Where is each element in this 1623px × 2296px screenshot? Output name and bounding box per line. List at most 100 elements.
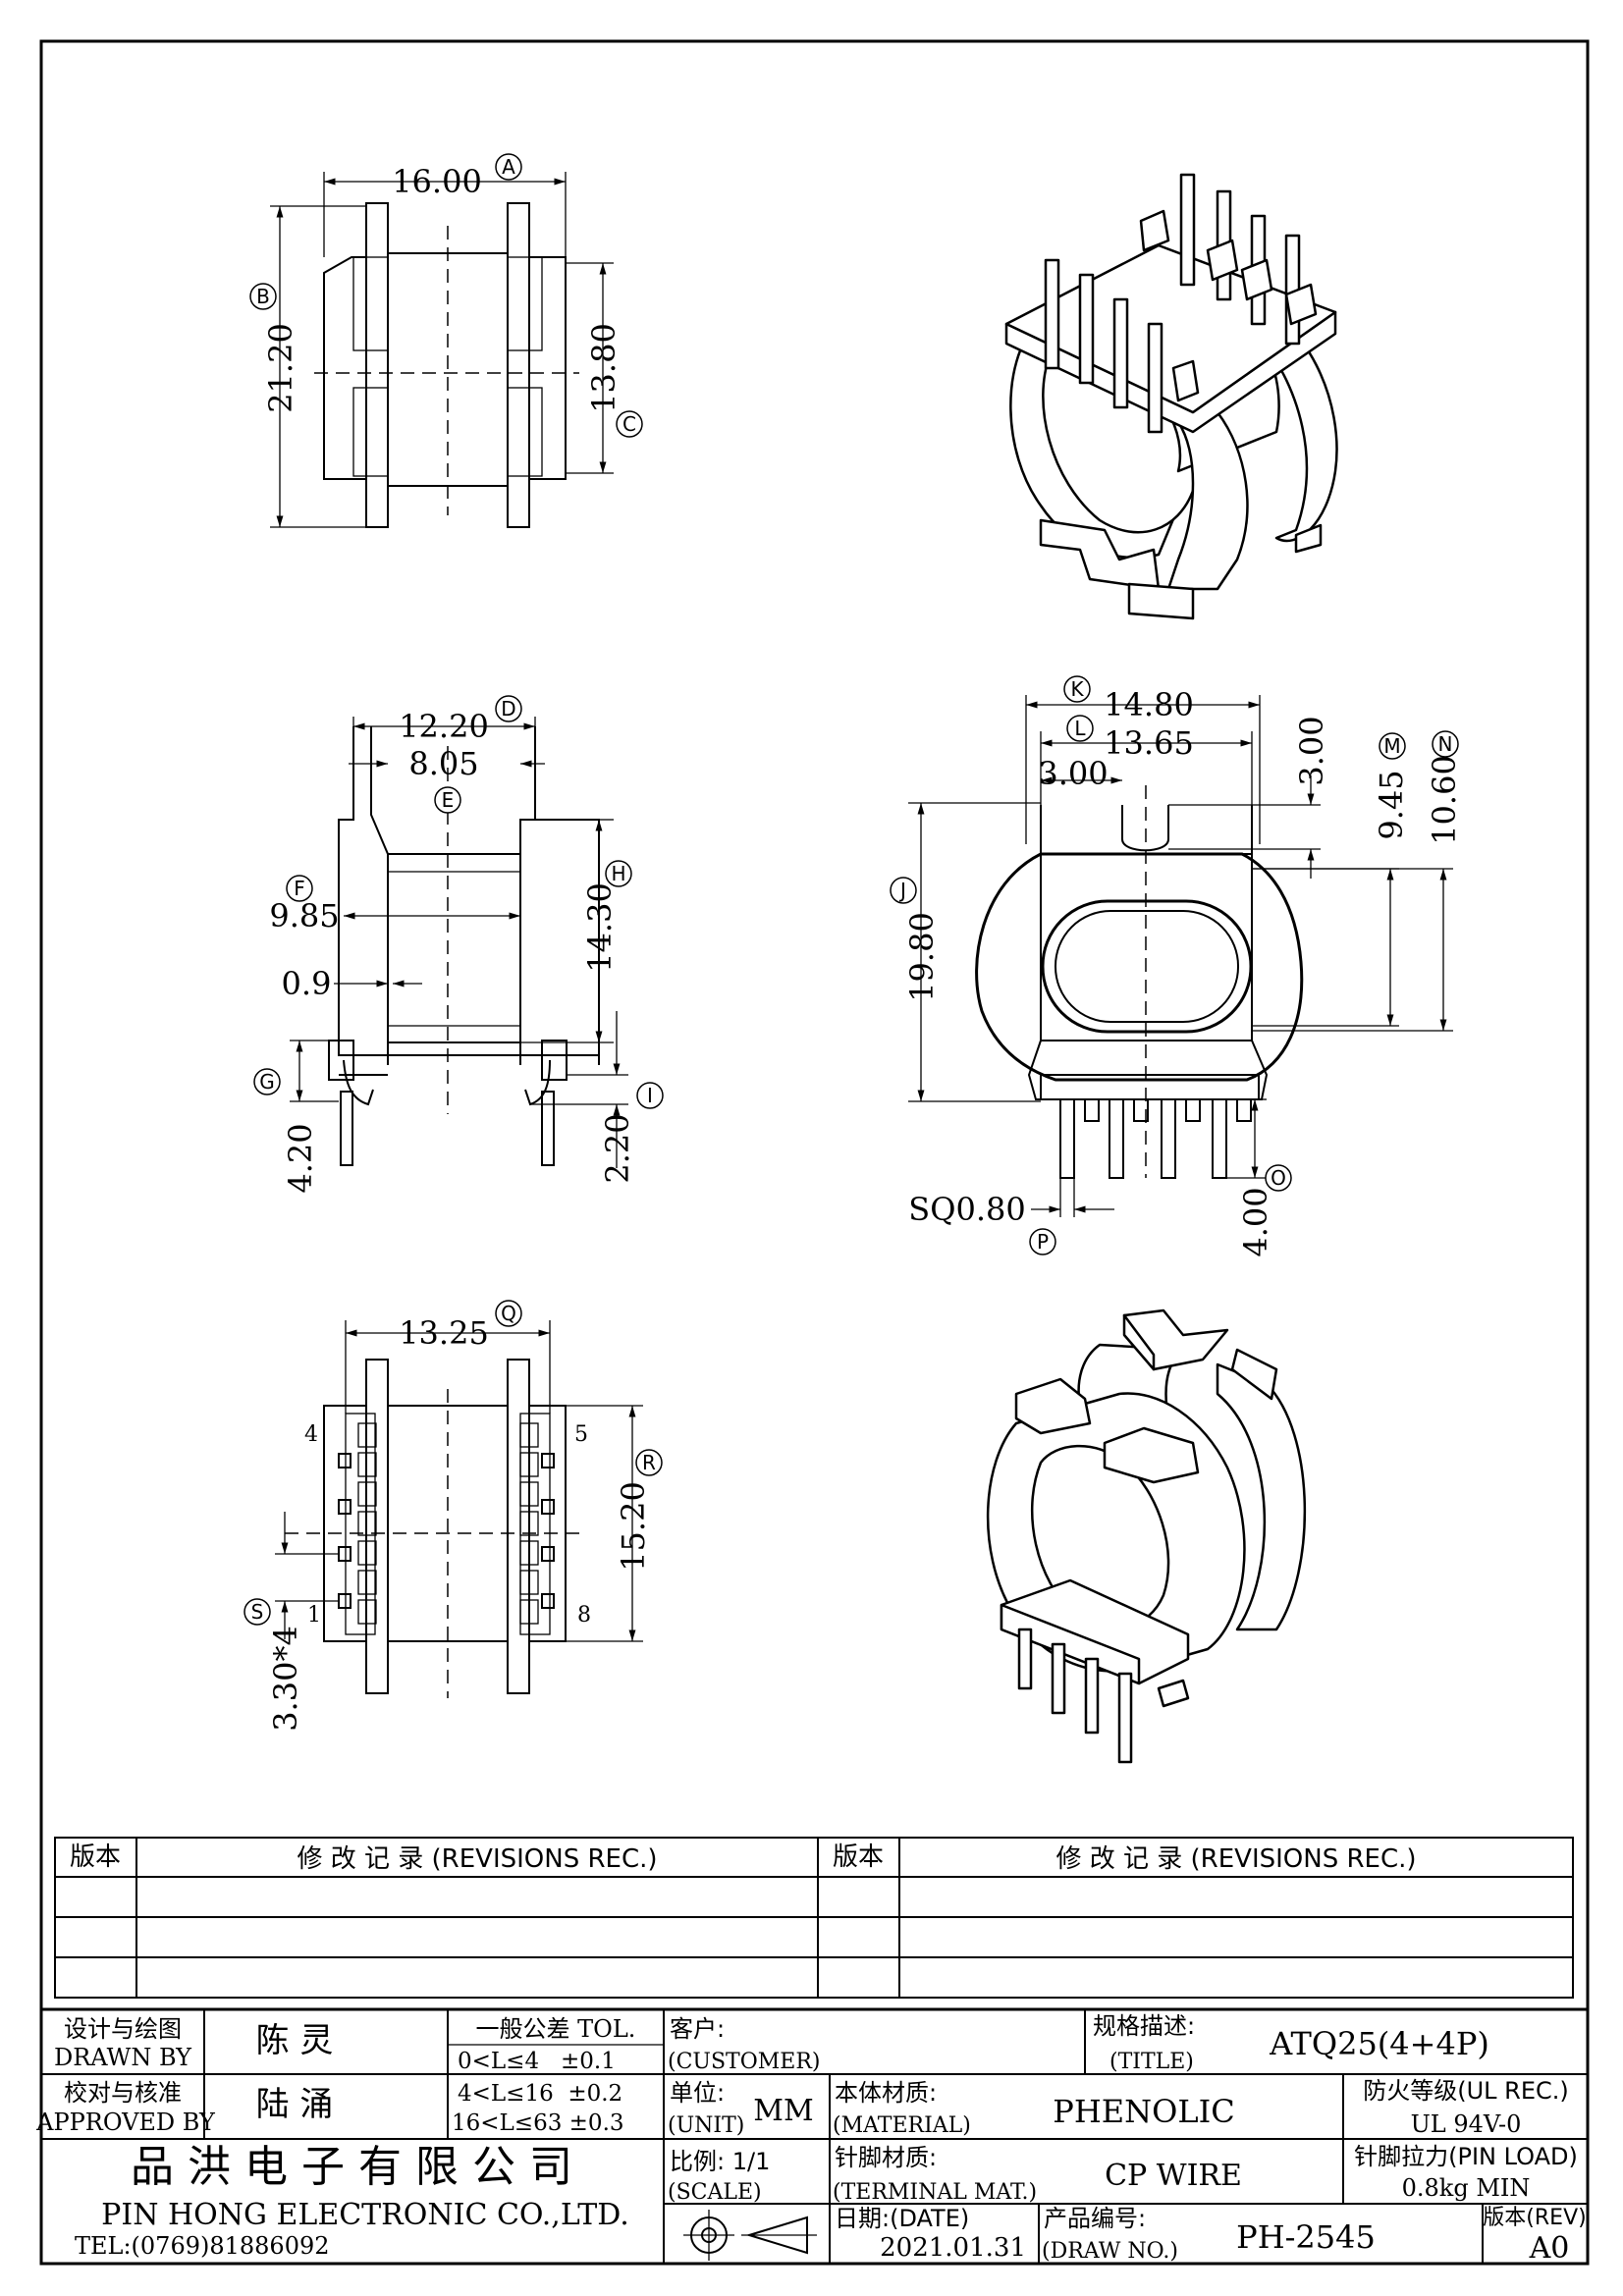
- tolerance-row-3: 16<L≤63 ±0.3: [452, 2110, 624, 2136]
- rev-rec-header-right: 修 改 记 录 (REVISIONS REC.): [1055, 1844, 1416, 1874]
- dim-n-value: 10.60: [1426, 755, 1463, 845]
- bubble-n: N: [1432, 730, 1459, 758]
- bubble-c: C: [616, 410, 643, 438]
- side-view: 14.80 13.65 3.00 3.00 9.45 10.60 19.80: [903, 686, 1463, 1257]
- svg-text:Q: Q: [501, 1302, 516, 1325]
- material-value: PHENOLIC: [1053, 2093, 1234, 2130]
- bubble-q: Q: [495, 1300, 522, 1327]
- draw-no-cn: 产品编号:: [1044, 2205, 1146, 2232]
- dim-j-value: 19.80: [903, 912, 941, 1002]
- svg-text:E: E: [442, 788, 455, 812]
- svg-text:C: C: [622, 412, 636, 436]
- tolerance-title: 一般公差 TOL.: [476, 2015, 636, 2043]
- dim-e-value: 8.05: [408, 745, 478, 782]
- bubble-a: A: [495, 153, 522, 181]
- title-cn: 规格描述:: [1093, 2012, 1195, 2040]
- unit-value: MM: [753, 2094, 813, 2128]
- ul-rec-value: UL 94V-0: [1411, 2110, 1522, 2138]
- front-view: 12.20 8.05 9.85 0.9 14.30 4.20 2.20: [269, 708, 636, 1194]
- rev-value: A0: [1529, 2231, 1570, 2266]
- rev-ver-header-left: 版本: [70, 1842, 121, 1872]
- company-name-en: PIN HONG ELECTRONIC CO.,LTD.: [101, 2198, 629, 2232]
- approved-by-name: 陆 涌: [256, 2085, 334, 2124]
- dim-300-horizontal: 3.00: [1038, 755, 1108, 792]
- draw-no-value: PH-2545: [1236, 2218, 1376, 2256]
- dim-d-value: 12.20: [399, 708, 489, 745]
- company-tel: TEL:(0769)81886092: [75, 2232, 330, 2260]
- iso-view-bottom: [986, 1308, 1307, 1764]
- bubble-m: M: [1379, 732, 1406, 760]
- date-value: 2021.01.31: [880, 2233, 1026, 2263]
- drawn-by-en: DRAWN BY: [54, 2044, 192, 2071]
- bubble-r: R: [635, 1449, 663, 1476]
- customer-en: (CUSTOMER): [668, 2050, 820, 2074]
- svg-text:H: H: [611, 862, 625, 885]
- tolerance-row-1: 0<L≤4 ±0.1: [458, 2049, 616, 2074]
- revisions-table: 版本 修 改 记 录 (REVISIONS REC.) 版本 修 改 记 录 (…: [54, 1837, 1574, 1999]
- svg-text:D: D: [501, 697, 515, 721]
- bubble-l: L: [1066, 715, 1094, 742]
- terminal-value: CP WIRE: [1105, 2159, 1242, 2193]
- svg-text:K: K: [1070, 677, 1084, 701]
- svg-text:S: S: [251, 1600, 264, 1624]
- rev-rec-header-left: 修 改 记 录 (REVISIONS REC.): [297, 1844, 657, 1874]
- material-en: (MATERIAL): [833, 2113, 971, 2138]
- bubble-f: F: [286, 875, 313, 902]
- bubble-h: H: [605, 860, 632, 887]
- bubble-p: P: [1029, 1228, 1056, 1255]
- dim-g-value: 4.20: [282, 1123, 319, 1193]
- projection-symbol-icon: [683, 2210, 817, 2261]
- title-value: ATQ25(4+4P): [1269, 2025, 1489, 2062]
- svg-text:F: F: [294, 877, 305, 900]
- bubble-k: K: [1063, 675, 1091, 703]
- rev-ver-header-right: 版本: [833, 1842, 884, 1872]
- terminal-cn: 针脚材质:: [835, 2144, 937, 2171]
- approved-by-en: APPROVED BY: [35, 2109, 216, 2136]
- dim-b-value: 21.20: [262, 323, 299, 413]
- dim-k-value: 14.80: [1104, 686, 1194, 723]
- reference-bubbles: A B C D E F G H I J K L M N O P Q R S: [243, 153, 1459, 1626]
- pin-label-5: 5: [574, 1422, 588, 1447]
- dim-i-value: 2.20: [599, 1113, 636, 1183]
- dim-m-value: 9.45: [1373, 770, 1410, 839]
- bubble-j: J: [890, 877, 917, 904]
- dim-q-value: 13.25: [399, 1314, 489, 1352]
- pin-label-1: 1: [307, 1603, 321, 1628]
- svg-text:B: B: [256, 285, 270, 308]
- dim-r-value: 15.20: [615, 1481, 652, 1572]
- dim-c-value: 13.80: [585, 323, 622, 413]
- date-label: 日期:(DATE): [835, 2205, 969, 2232]
- customer-cn: 客户:: [670, 2015, 725, 2043]
- pin-label-8: 8: [577, 1603, 591, 1628]
- svg-text:O: O: [1271, 1166, 1286, 1190]
- bubble-i: I: [636, 1082, 664, 1109]
- title-en: (TITLE): [1109, 2050, 1194, 2074]
- svg-text:L: L: [1074, 717, 1086, 740]
- unit-en: (UNIT): [668, 2113, 744, 2138]
- pin-label-4: 4: [304, 1422, 318, 1447]
- svg-text:G: G: [259, 1070, 275, 1094]
- company-name-cn: 品 洪 电 子 有 限 公 司: [131, 2142, 572, 2192]
- pin-load-value: 0.8kg MIN: [1402, 2174, 1531, 2202]
- dim-a-value: 16.00: [392, 163, 482, 200]
- svg-text:M: M: [1383, 734, 1400, 758]
- tolerance-row-2: 4<L≤16 ±0.2: [458, 2081, 622, 2107]
- draw-no-en: (DRAW NO.): [1042, 2239, 1178, 2264]
- iso-view-top: [1004, 173, 1338, 620]
- bottom-view: 4 5 1 8 13.25 15.20 3.30*4: [267, 1314, 652, 1732]
- dim-s-value: 3.30*4: [267, 1626, 304, 1732]
- ul-rec-label: 防火等级(UL REC.): [1363, 2077, 1569, 2105]
- bubble-d: D: [495, 695, 522, 722]
- drawing-frame: [39, 39, 1590, 2266]
- svg-text:I: I: [647, 1084, 653, 1107]
- terminal-en: (TERMINAL MAT.): [833, 2180, 1037, 2205]
- title-block: 设计与绘图 DRAWN BY 陈 灵 校对与核准 APPROVED BY 陆 涌…: [35, 2007, 1588, 2266]
- pin-load-label: 针脚拉力(PIN LOAD): [1354, 2143, 1578, 2170]
- dim-h-value: 14.30: [581, 882, 619, 973]
- dim-09-value: 0.9: [282, 965, 332, 1002]
- drawn-by-name: 陈 灵: [256, 2021, 334, 2060]
- dim-o-value: 4.00: [1237, 1187, 1274, 1256]
- bubble-o: O: [1265, 1164, 1292, 1192]
- unit-cn: 单位:: [670, 2079, 725, 2107]
